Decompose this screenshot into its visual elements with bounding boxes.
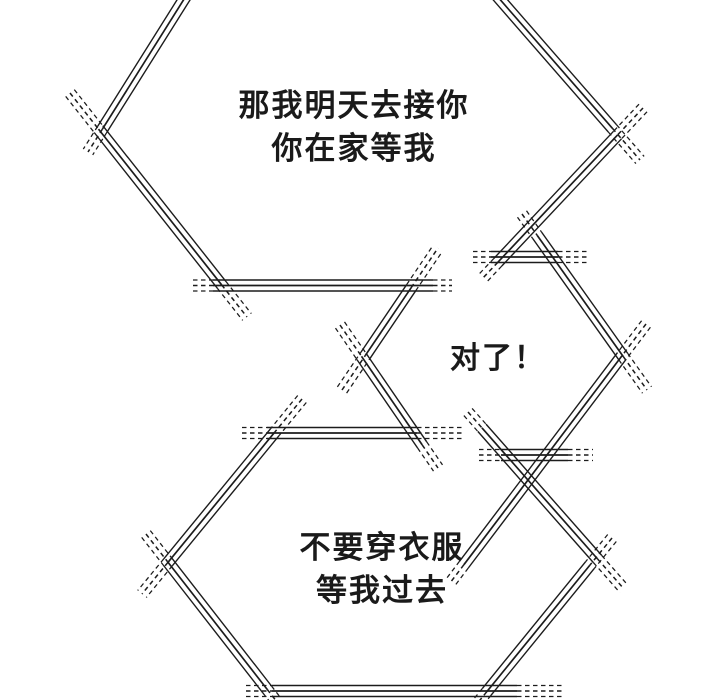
bubble-text-line: 那我明天去接你 xyxy=(238,88,470,123)
bubble-text-line: 你在家等我 xyxy=(271,131,437,166)
bubble-text-line: 等我过去 xyxy=(316,573,448,608)
bubble-middle-text: 对了！ xyxy=(408,337,588,380)
bubble-middle-outline xyxy=(334,210,653,587)
bubble-text-line: 不要穿衣服 xyxy=(299,530,465,565)
bubble-bottom-outline xyxy=(137,395,629,700)
bubble-top-text: 那我明天去接你 你在家等我 xyxy=(184,84,524,170)
bubble-bottom-text: 不要穿衣服 等我过去 xyxy=(212,526,552,612)
bubble-top-outline xyxy=(65,0,648,321)
bubble-text-line: 对了！ xyxy=(450,342,546,375)
